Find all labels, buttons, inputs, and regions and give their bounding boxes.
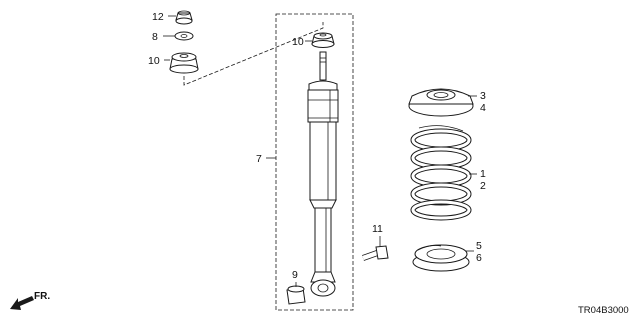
- callout-6: 6: [476, 252, 482, 264]
- callout-4: 4: [480, 102, 486, 114]
- rubber-mount-lower-part: [169, 52, 199, 74]
- bolt-part: [362, 245, 389, 261]
- front-direction-arrow-icon: [10, 296, 34, 310]
- alignment-line: [183, 22, 324, 86]
- washer-part: [174, 31, 194, 41]
- callout-8: 8: [152, 31, 158, 43]
- callout-10-lower: 10: [148, 55, 160, 67]
- assembly-dashed-box: [275, 13, 354, 311]
- callout-10-upper: 10: [292, 36, 304, 48]
- diagram-code: TR04B3000: [578, 305, 629, 316]
- callout-5: 5: [476, 240, 482, 252]
- callout-2: 2: [480, 180, 486, 192]
- callout-9: 9: [292, 269, 298, 281]
- shock-absorber-part: [307, 32, 339, 297]
- callout-12: 12: [152, 11, 164, 23]
- spring-seat-upper-part: [408, 88, 474, 117]
- callout-1: 1: [480, 168, 486, 180]
- callout-11: 11: [372, 223, 383, 235]
- callout-3: 3: [480, 90, 486, 102]
- front-direction-label: FR.: [34, 291, 50, 302]
- callout-7: 7: [256, 153, 262, 165]
- bump-stop-part: [286, 285, 306, 305]
- spring-seat-lower-part: [412, 244, 470, 272]
- coil-spring-part: [410, 125, 472, 221]
- nut-part: [175, 10, 193, 25]
